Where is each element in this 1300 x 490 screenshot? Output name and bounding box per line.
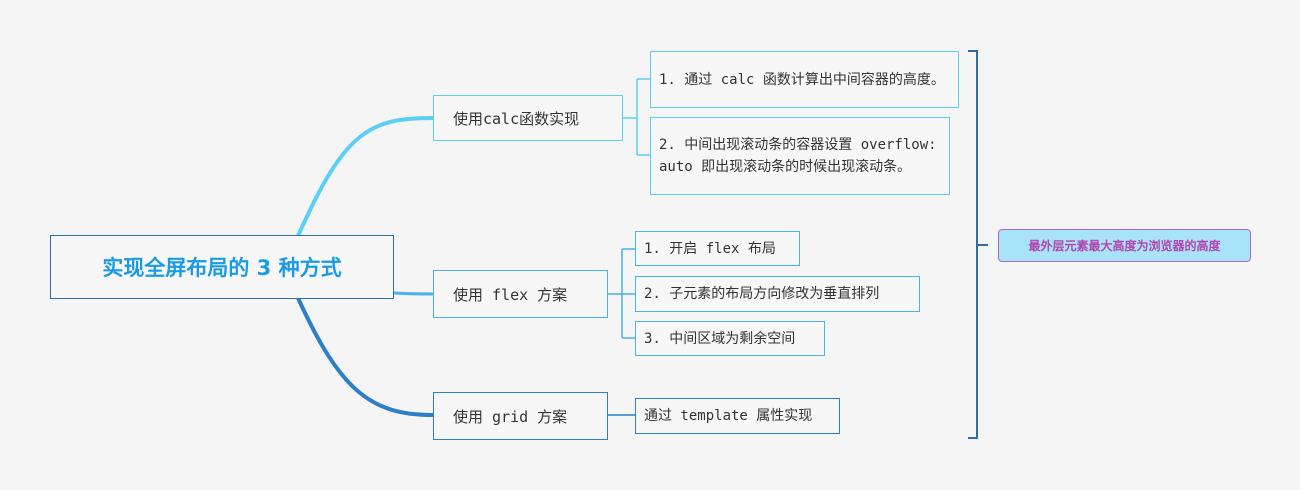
leaf-flex-3[interactable]: 3. 中间区域为剩余空间 xyxy=(635,321,825,356)
leaf-calc-1[interactable]: 1. 通过 calc 函数计算出中间容器的高度。 xyxy=(650,51,959,108)
summary-bracket xyxy=(968,50,988,439)
leaf-flex-1[interactable]: 1. 开启 flex 布局 xyxy=(635,231,800,266)
branch-calc[interactable]: 使用calc函数实现 xyxy=(433,95,623,141)
leaf-flex-2[interactable]: 2. 子元素的布局方向修改为垂直排列 xyxy=(635,276,920,312)
leaf-calc-2[interactable]: 2. 中间出现滚动条的容器设置 overflow: auto 即出现滚动条的时候… xyxy=(650,117,950,195)
branch-grid[interactable]: 使用 grid 方案 xyxy=(433,392,608,440)
leaf-grid-1[interactable]: 通过 template 属性实现 xyxy=(635,398,840,434)
branch-flex[interactable]: 使用 flex 方案 xyxy=(433,270,608,318)
connector-flex-leaves xyxy=(608,248,635,339)
connector-calc-leaves xyxy=(623,78,650,156)
connector-root-calc xyxy=(296,116,435,238)
connector-root-grid xyxy=(296,296,435,417)
connector-root-flex xyxy=(392,291,435,296)
summary-topic[interactable]: 最外层元素最大高度为浏览器的高度 xyxy=(998,229,1251,262)
root-topic[interactable]: 实现全屏布局的 3 种方式 xyxy=(50,235,394,299)
